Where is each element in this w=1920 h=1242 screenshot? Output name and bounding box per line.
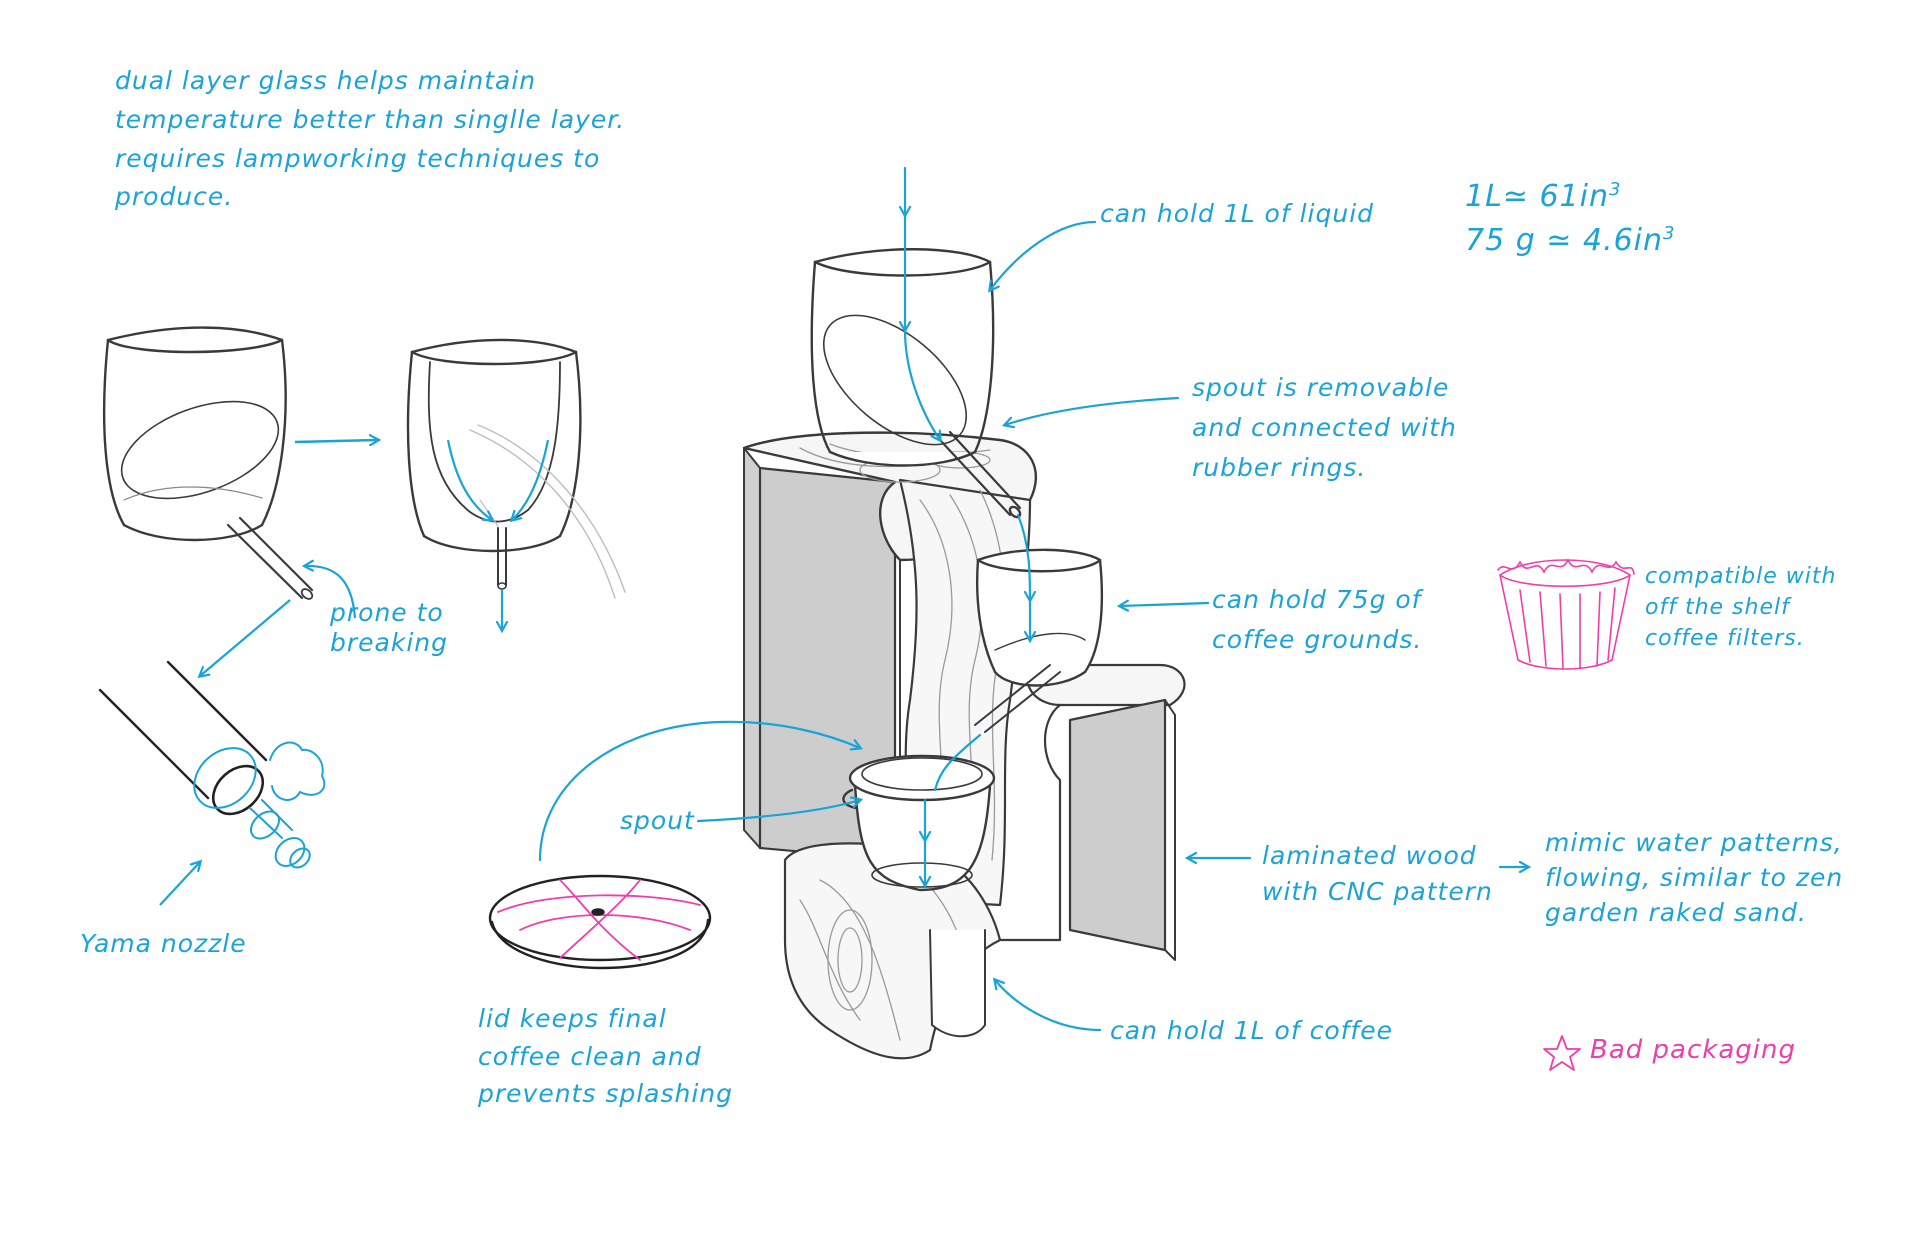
note-line: garden raked sand.: [1545, 898, 1807, 927]
note-laminated-wood: laminated wood with CNC pattern: [1262, 838, 1493, 911]
note-line: temperature better than singlle layer.: [115, 104, 626, 134]
note-line: and connected with: [1192, 413, 1457, 442]
flow-arrows-small: [446, 439, 550, 630]
note-hold-grounds: can hold 75g of coffee grounds.: [1212, 580, 1422, 660]
note-line: coffee filters.: [1645, 625, 1805, 651]
note-line: spout: [620, 806, 695, 835]
note-line: dual layer glass helps maintain: [115, 66, 537, 95]
note-compatible-filters: compatible with off the shelf coffee fil…: [1645, 562, 1836, 654]
top-water-glass: [810, 248, 1022, 519]
coffee-maker-stand: [742, 431, 1186, 1060]
note-prone-breaking: prone to breaking: [330, 598, 448, 658]
math-line-1: 1L≃ 61in3: [1465, 179, 1622, 214]
note-line: coffee clean and: [478, 1041, 702, 1071]
note-line: off the shelf: [1645, 594, 1790, 620]
coffee-filter-sketch: [1497, 558, 1635, 670]
annotation-arrows: [538, 220, 1528, 1032]
note-line: can hold 1L of coffee: [1110, 1016, 1393, 1045]
yama-nozzle-sketch: [98, 660, 326, 869]
note-line: produce.: [115, 182, 234, 212]
note-line: prone to: [330, 598, 444, 627]
note-bad-packaging: Bad packaging: [1590, 1030, 1796, 1070]
note-line: can hold 1L of liquid: [1100, 199, 1375, 228]
note-line: can hold 75g of: [1212, 585, 1422, 614]
note-line: rubber rings.: [1192, 453, 1367, 482]
middle-grounds-glass: [974, 548, 1104, 733]
note-line: lid keeps final: [478, 1004, 667, 1033]
note-line: coffee grounds.: [1212, 625, 1423, 654]
note-lid: lid keeps final coffee clean and prevent…: [478, 1000, 733, 1113]
yama-arrow: [159, 862, 200, 906]
lid-sketch: [488, 874, 712, 970]
note-yama-nozzle: Yama nozzle: [80, 925, 247, 964]
transition-arrow: [294, 440, 378, 442]
prone-arrow: [305, 566, 357, 619]
star-icon: [1543, 1035, 1581, 1071]
note-line: flowing, similar to zen: [1545, 863, 1844, 892]
note-line: compatible with: [1645, 564, 1837, 589]
note-mimic-water: mimic water patterns, flowing, similar t…: [1545, 825, 1843, 930]
flow-path-arrows: [905, 166, 1030, 885]
note-hold-liquid: can hold 1L of liquid: [1100, 195, 1374, 234]
note-line: prevents splashing: [478, 1079, 734, 1108]
note-line: breaking: [330, 628, 448, 657]
note-line: spout is removable: [1192, 373, 1450, 402]
note-dual-layer: dual layer glass helps maintain temperat…: [115, 62, 625, 217]
note-spout: spout: [620, 802, 695, 841]
note-line: laminated wood: [1262, 841, 1477, 870]
note-spout-removable: spout is removable and connected with ru…: [1192, 368, 1457, 488]
nozzle-pointer-arrow: [200, 599, 291, 676]
note-line: Bad packaging: [1590, 1035, 1796, 1065]
note-line: mimic water patterns,: [1545, 828, 1843, 857]
note-line: Yama nozzle: [80, 929, 247, 958]
math-line-2: 75 g ≃ 4.6in3: [1465, 222, 1676, 258]
single-layer-glass-sketch: [102, 326, 314, 600]
note-line: with CNC pattern: [1262, 877, 1493, 907]
note-line: requires lampworking techniques to: [115, 143, 601, 173]
note-volume-math: 1L≃ 61in3 75 g ≃ 4.6in3: [1465, 175, 1675, 262]
note-hold-coffee: can hold 1L of coffee: [1110, 1012, 1393, 1051]
double-layer-glass-sketch: [406, 338, 626, 599]
